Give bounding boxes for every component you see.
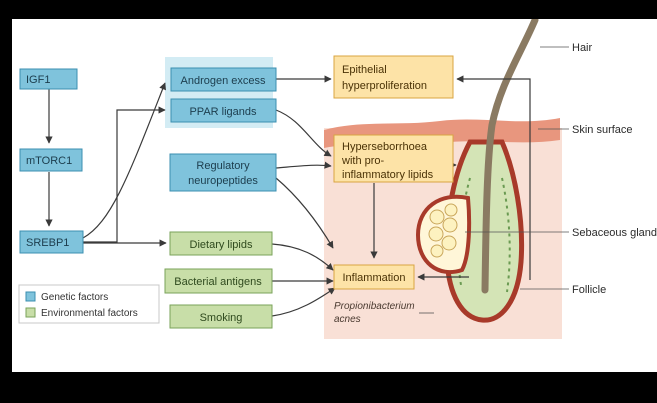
label-regulatory-line2: neuropeptides bbox=[188, 175, 258, 187]
label-inflammation: Inflammation bbox=[343, 272, 406, 284]
label-skin-surface: Skin surface bbox=[572, 124, 633, 136]
label-epithelial-line1: Epithelial bbox=[342, 64, 387, 76]
label-hyperseborrhoea-line3: inflammatory lipids bbox=[342, 169, 434, 181]
label-srebp1: SREBP1 bbox=[26, 237, 69, 249]
arrow-neuropeptides-to-hyperseborrhoea bbox=[276, 165, 331, 168]
label-ppar-ligands: PPAR ligands bbox=[189, 106, 257, 118]
legend-label-environmental: Environmental factors bbox=[41, 308, 138, 319]
label-smoking: Smoking bbox=[200, 312, 243, 324]
arrow-srebp1-to-androgen bbox=[83, 83, 165, 238]
legend-swatch-genetic bbox=[26, 292, 35, 301]
label-regulatory-line1: Regulatory bbox=[196, 160, 250, 172]
label-propionibacterium-line2: acnes bbox=[334, 314, 361, 325]
label-hyperseborrhoea-line1: Hyperseborrhoea bbox=[342, 141, 428, 153]
label-dietary-lipids: Dietary lipids bbox=[190, 239, 253, 251]
arrow-ppar-to-hyperseborrhoea bbox=[276, 110, 331, 156]
arrow-srebp1-to-ppar bbox=[83, 110, 165, 242]
label-epithelial-line2: hyperproliferation bbox=[342, 80, 427, 92]
legend-label-genetic: Genetic factors bbox=[41, 292, 108, 303]
diagram-canvas: IGF1 mTORC1 SREBP1 Androgen excess PPAR … bbox=[12, 19, 657, 372]
legend: Genetic factors Environmental factors bbox=[19, 285, 159, 323]
label-hair: Hair bbox=[572, 42, 593, 54]
legend-swatch-environmental bbox=[26, 308, 35, 317]
black-border-top bbox=[0, 0, 657, 19]
label-androgen-excess: Androgen excess bbox=[181, 75, 266, 87]
black-border-left bbox=[0, 0, 12, 403]
label-bacterial-antigens: Bacterial antigens bbox=[174, 276, 262, 288]
label-propionibacterium-line1: Propionibacterium bbox=[334, 301, 415, 312]
label-mtorc1: mTORC1 bbox=[26, 155, 72, 167]
arrow-dietary-lipids-to-inflammation bbox=[272, 244, 333, 270]
sebaceous-gland-shape bbox=[418, 197, 469, 272]
label-igf1: IGF1 bbox=[26, 74, 50, 86]
label-hyperseborrhoea-line2: with pro- bbox=[341, 155, 385, 167]
black-border-bottom bbox=[0, 372, 657, 403]
label-sebaceous-gland: Sebaceous gland bbox=[572, 227, 657, 239]
acne-pathogenesis-diagram: IGF1 mTORC1 SREBP1 Androgen excess PPAR … bbox=[12, 19, 657, 372]
label-follicle: Follicle bbox=[572, 284, 606, 296]
